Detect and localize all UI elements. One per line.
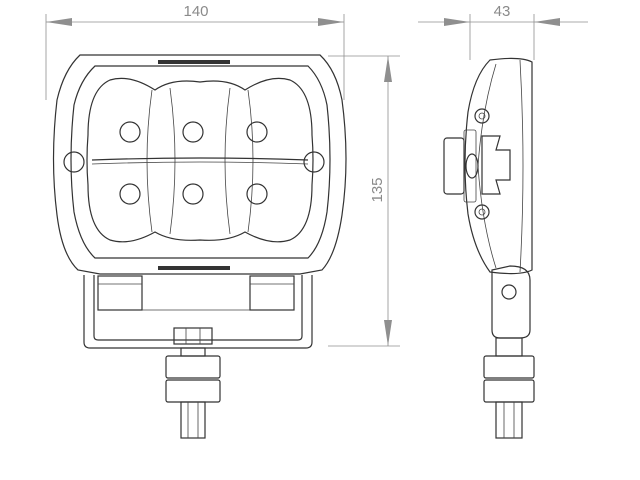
width-arrow-right: [318, 18, 344, 26]
side-screw-top-inner: [478, 112, 486, 120]
led-3: [246, 121, 268, 143]
led-6: [246, 183, 268, 205]
depth-label: 43: [494, 3, 511, 20]
side-screw-left: [63, 151, 85, 173]
side-rear-plate-inner: [463, 129, 477, 203]
side-swivel-arm: [491, 265, 531, 339]
threaded-stud: [180, 401, 206, 439]
logo-mark-top: [158, 60, 230, 64]
width-label: 140: [183, 3, 208, 20]
reflector-divider-horizontal-b: [91, 161, 309, 165]
reflector-divider-horizontal: [91, 157, 309, 161]
reflector-divider-left-b: [169, 87, 176, 235]
reflector-divider-left-a: [146, 89, 153, 233]
bracket-block-right: [249, 275, 295, 311]
housing-inner-rim: [70, 65, 331, 259]
height-arrow-top: [384, 56, 392, 82]
mount-nut: [173, 327, 213, 345]
led-2: [182, 121, 204, 143]
depth-arrow-left: [444, 18, 470, 26]
side-housing-inner: [477, 63, 497, 269]
mounting-bracket: [83, 275, 313, 349]
reflector-divider-right-b: [247, 89, 254, 233]
side-washer-lower: [483, 379, 535, 403]
width-arrow-left: [46, 18, 72, 26]
dimension-height: 135: [328, 55, 400, 347]
housing-outer: [52, 54, 347, 275]
side-housing-lens: [519, 59, 524, 273]
mounting-bracket-inner: [93, 275, 303, 341]
side-bolt-shank: [495, 337, 523, 357]
height-arrow-bottom: [384, 320, 392, 346]
washer-lower: [165, 379, 221, 403]
side-screw-right: [303, 151, 325, 173]
side-threaded-stud: [495, 401, 523, 439]
depth-arrow-right: [534, 18, 560, 26]
side-swivel-hole: [501, 284, 517, 300]
side-housing: [464, 57, 533, 275]
side-bracket-profile: [481, 135, 511, 195]
lens-outline: [86, 77, 314, 243]
washer-upper: [165, 355, 221, 379]
side-center-knob: [465, 153, 479, 179]
logo-mark-bottom: [158, 266, 230, 270]
dimension-width: 140: [45, 3, 345, 100]
led-1: [119, 121, 141, 143]
reflector-divider-right-a: [224, 87, 231, 235]
side-rear-plate: [443, 137, 465, 195]
side-screw-top: [474, 108, 490, 124]
dimension-depth: 43: [418, 3, 588, 60]
bracket-block-left: [97, 275, 143, 311]
led-4: [119, 183, 141, 205]
led-5: [182, 183, 204, 205]
side-washer-upper: [483, 355, 535, 379]
front-view: [52, 54, 347, 439]
side-view: [443, 57, 535, 439]
side-screw-bottom-inner: [478, 208, 486, 216]
side-screw-bottom: [474, 204, 490, 220]
height-label: 135: [369, 177, 386, 202]
bolt-shank-upper: [180, 347, 206, 357]
